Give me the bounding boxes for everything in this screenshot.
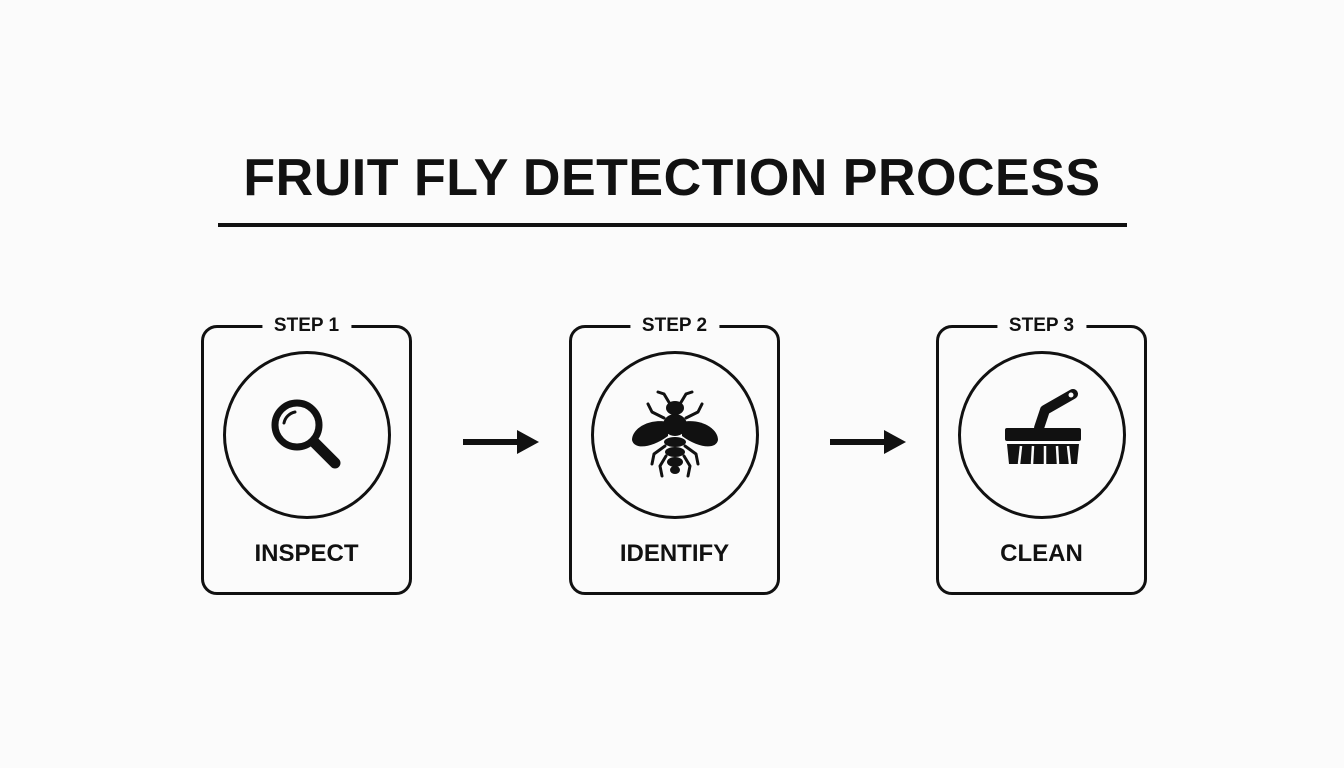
- step-card-identify: STEP 2: [569, 315, 780, 595]
- icon-circle: [222, 351, 391, 519]
- diagram-title: FRUIT FLY DETECTION PROCESS: [243, 149, 1101, 207]
- title-underline: [218, 223, 1127, 227]
- step-name: IDENTIFY: [619, 540, 730, 567]
- step-label: STEP 3: [996, 315, 1087, 337]
- arrow-right-icon: [830, 430, 906, 454]
- magnifying-glass-icon: [271, 399, 340, 469]
- step-name: INSPECT: [254, 540, 359, 567]
- icon-circle: [590, 351, 759, 519]
- step-label: STEP 1: [261, 315, 352, 337]
- step-name: CLEAN: [1000, 540, 1083, 567]
- arrow-right-icon: [463, 430, 539, 454]
- step-label: STEP 2: [629, 315, 720, 337]
- fly-icon: [631, 390, 718, 478]
- step-card-clean: STEP 3 CLEAN: [936, 315, 1147, 595]
- step-card-inspect: STEP 1 INSPECT: [201, 315, 412, 595]
- scrub-brush-icon: [1004, 389, 1081, 465]
- icon-circle: [957, 351, 1126, 519]
